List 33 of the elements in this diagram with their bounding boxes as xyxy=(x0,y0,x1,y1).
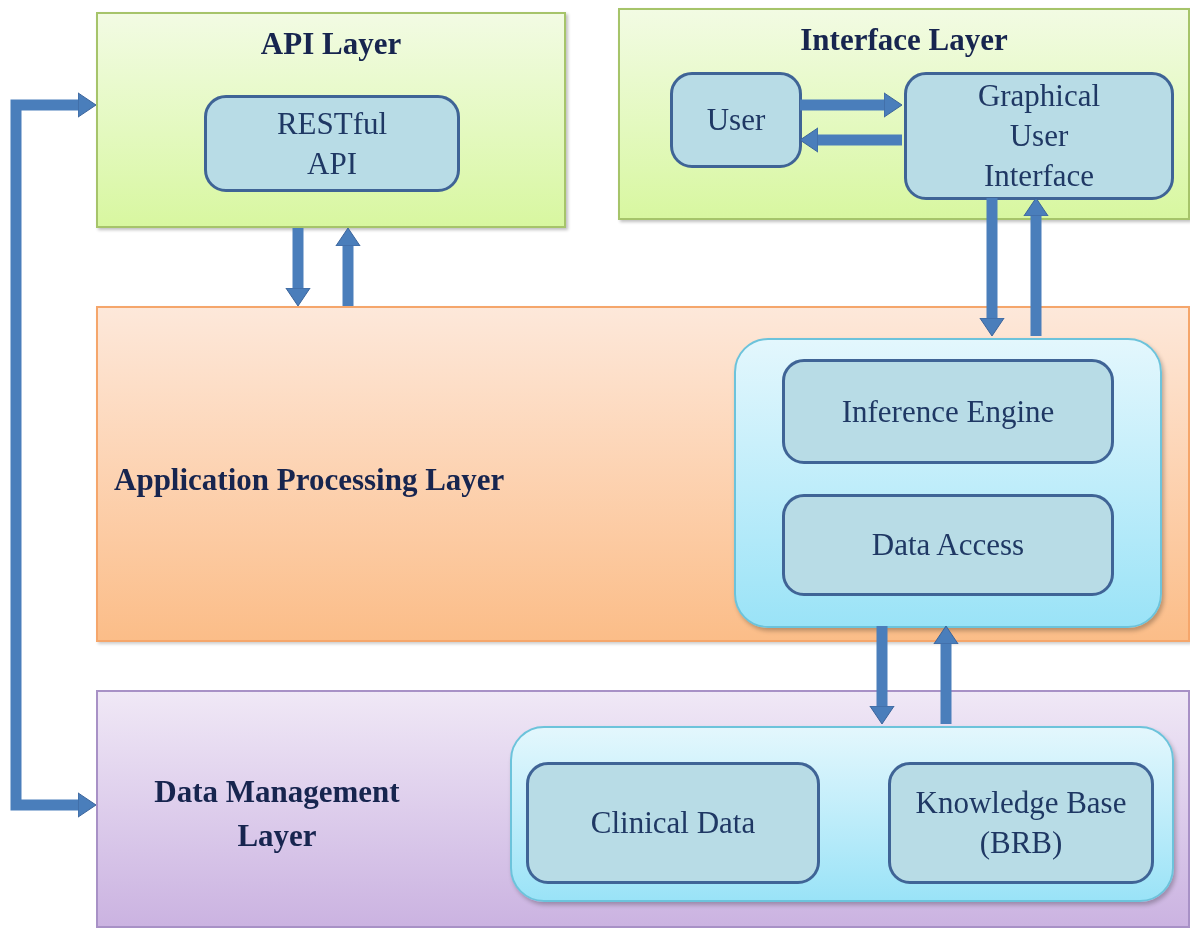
block-arrow xyxy=(335,227,361,306)
process-box xyxy=(204,95,460,192)
layer-heading: Interface Layer xyxy=(799,21,1009,59)
box-label: User xyxy=(705,101,767,139)
layer-panel xyxy=(96,306,1190,642)
layer-heading: Application Processing Layer xyxy=(114,461,506,499)
layer-heading: API Layer xyxy=(259,25,403,63)
process-box xyxy=(782,494,1114,596)
process-box xyxy=(904,72,1174,200)
process-box xyxy=(670,72,802,168)
block-arrow xyxy=(799,127,902,153)
box-label: Data Access xyxy=(870,526,1026,564)
block-arrow xyxy=(869,626,895,725)
layer-heading: Data Management Layer xyxy=(153,773,401,855)
group-panel xyxy=(734,338,1162,628)
process-box xyxy=(888,762,1154,884)
block-arrow xyxy=(285,228,311,307)
block-arrow xyxy=(979,198,1005,337)
block-arrow xyxy=(933,625,959,724)
box-label: Knowledge Base (BRB) xyxy=(914,784,1128,862)
process-box xyxy=(782,359,1114,464)
box-label: Inference Engine xyxy=(840,392,1056,431)
block-arrow xyxy=(800,92,903,118)
group-panel xyxy=(510,726,1174,902)
block-arrow xyxy=(10,92,97,818)
box-label: Clinical Data xyxy=(589,804,757,842)
layer-panel xyxy=(96,690,1190,928)
block-arrow xyxy=(1023,197,1049,336)
process-box xyxy=(526,762,820,884)
box-label: Graphical User Interface xyxy=(976,77,1102,195)
layer-panel xyxy=(618,8,1190,220)
box-label: RESTful API xyxy=(275,104,389,183)
layer-panel xyxy=(96,12,566,228)
